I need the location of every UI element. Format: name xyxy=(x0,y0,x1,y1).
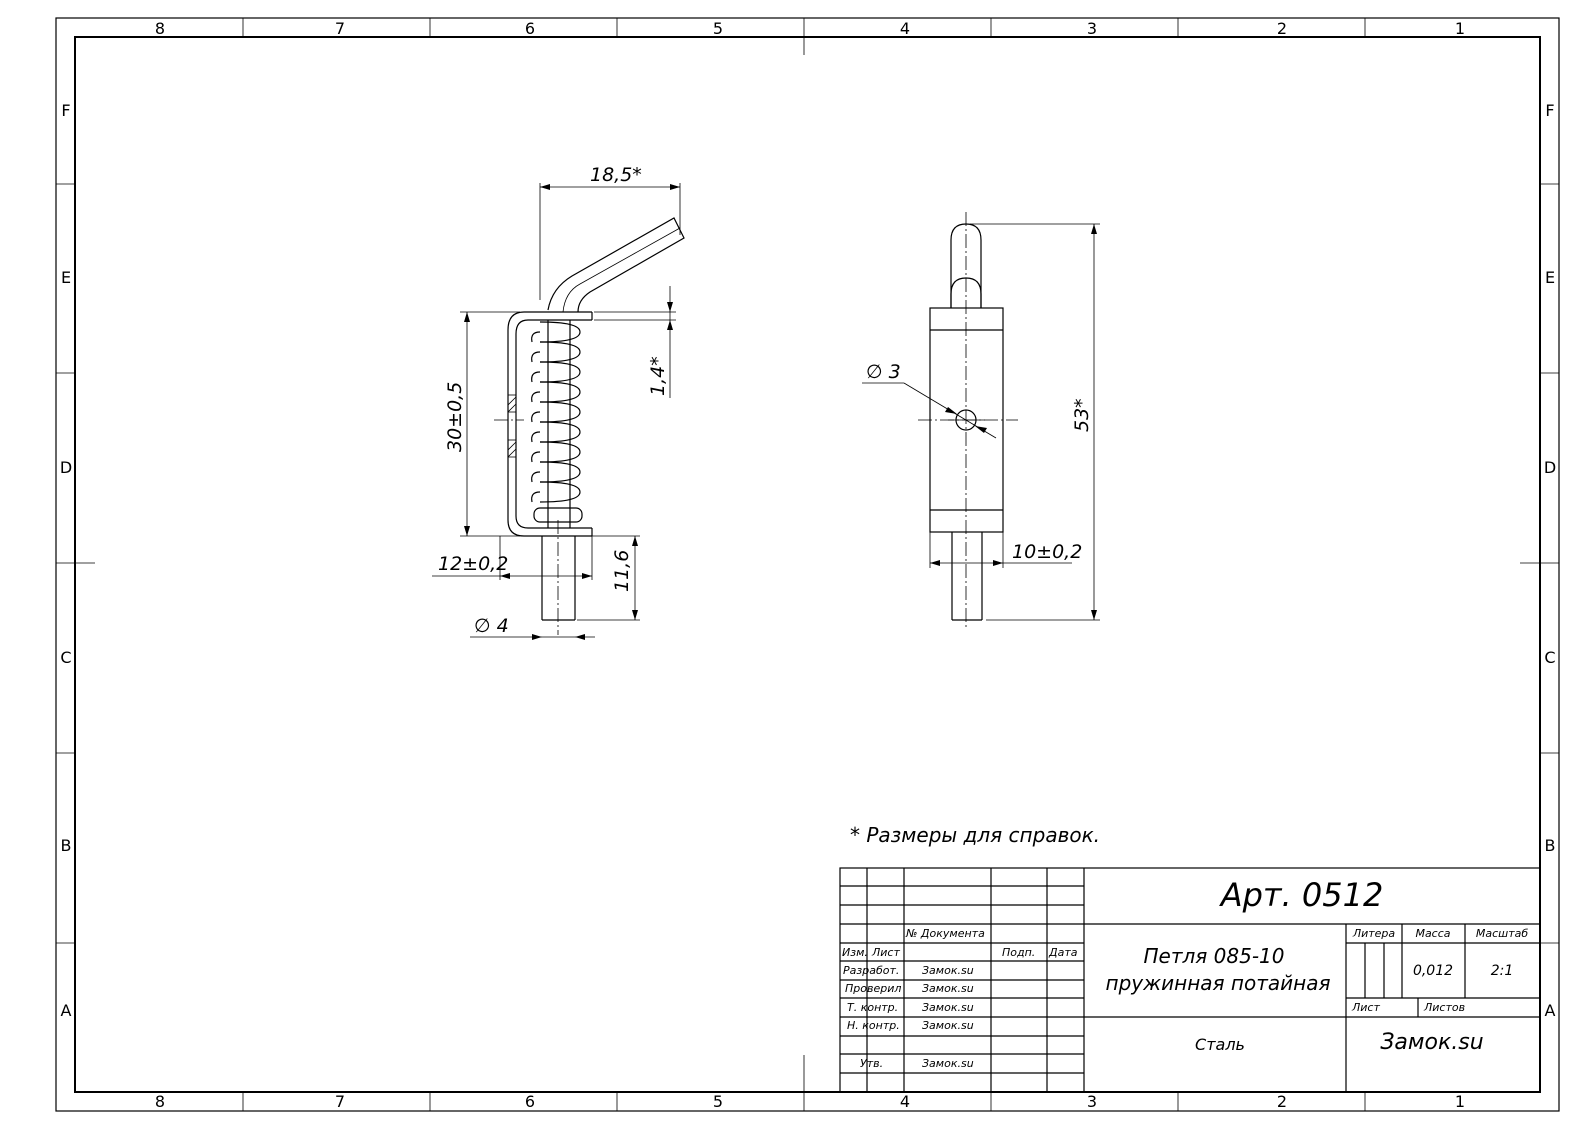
mass-value: 0,012 xyxy=(1413,963,1453,979)
header-data: Дата xyxy=(1048,946,1078,959)
role-tech-control: Т. контр. xyxy=(847,1001,898,1014)
zone-left-F: F xyxy=(61,101,70,120)
zone-bottom-7: 7 xyxy=(335,1092,345,1111)
name-tech-control: Замок.su xyxy=(922,1001,974,1014)
product-name-line2: пружинная потайная xyxy=(1106,971,1331,995)
zone-bottom-5: 5 xyxy=(713,1092,723,1111)
zone-top-4: 4 xyxy=(900,19,910,38)
header-masshtab: Масштаб xyxy=(1476,927,1528,940)
zone-top-7: 7 xyxy=(335,19,345,38)
header-list: Лист xyxy=(871,946,900,959)
zone-right-D: D xyxy=(1544,458,1556,477)
header-izm: Изм. xyxy=(842,946,868,959)
role-norm-control: Н. контр. xyxy=(847,1019,900,1032)
zone-top-3: 3 xyxy=(1087,19,1097,38)
zone-left-C: C xyxy=(60,648,71,667)
header-podp: Подп. xyxy=(1002,946,1035,959)
name-approved: Замок.su xyxy=(922,1057,974,1070)
header-litera: Литера xyxy=(1352,927,1396,940)
dim-pin-diameter: ∅ 4 xyxy=(474,615,509,637)
zone-bottom-1: 1 xyxy=(1455,1092,1465,1111)
inner-frame xyxy=(74,36,1541,1093)
dim-hole-diameter: ∅ 3 xyxy=(866,361,901,383)
role-developer: Разработ. xyxy=(843,964,899,977)
zone-right-C: C xyxy=(1544,648,1555,667)
dim-width-top: 18,5* xyxy=(590,164,642,186)
zone-top-5: 5 xyxy=(713,19,723,38)
role-checker: Проверил xyxy=(845,982,901,995)
zone-left-D: D xyxy=(60,458,72,477)
role-approved: Утв. xyxy=(860,1057,883,1070)
outer-frame xyxy=(55,17,1560,1112)
zone-right-A: A xyxy=(1545,1001,1556,1020)
zone-top-1: 1 xyxy=(1455,19,1465,38)
header-listov: Листов xyxy=(1423,1001,1465,1014)
zone-ticks xyxy=(56,18,1559,1111)
dim-height-bracket: 30±0,5 xyxy=(444,382,466,452)
dim-total-length: 53* xyxy=(1071,398,1093,432)
zone-right-B: B xyxy=(1545,836,1556,855)
zone-left-A: A xyxy=(61,1001,72,1020)
dim-wall-gap: 1,4* xyxy=(647,356,669,396)
name-norm-control: Замок.su xyxy=(922,1019,974,1032)
zone-bottom-6: 6 xyxy=(525,1092,535,1111)
header-list2: Лист xyxy=(1351,1001,1380,1014)
material: Сталь xyxy=(1195,1035,1245,1054)
company-name: Замок.su xyxy=(1380,1030,1483,1055)
dim-body-width: 10±0,2 xyxy=(1012,541,1082,563)
product-name-line1: Петля 085-10 xyxy=(1143,944,1284,968)
side-view xyxy=(432,183,685,640)
name-checker: Замок.su xyxy=(922,982,974,995)
reference-note: * Размеры для справок. xyxy=(850,823,1100,847)
title-block-lines xyxy=(839,867,1541,1093)
zone-bottom-4: 4 xyxy=(900,1092,910,1111)
zone-left-B: B xyxy=(61,836,72,855)
zone-top-2: 2 xyxy=(1277,19,1287,38)
front-view xyxy=(862,212,1100,630)
header-massa: Масса xyxy=(1415,927,1450,940)
name-developer: Замок.su xyxy=(922,964,974,977)
header-doc-no: № Документа xyxy=(905,927,985,940)
zone-right-E: E xyxy=(1545,268,1555,287)
zone-bottom-2: 2 xyxy=(1277,1092,1287,1111)
zone-right-F: F xyxy=(1545,101,1554,120)
dim-pin-length: 11,6 xyxy=(611,550,633,592)
zone-left-E: E xyxy=(61,268,71,287)
zone-bottom-8: 8 xyxy=(155,1092,165,1111)
zone-top-8: 8 xyxy=(155,19,165,38)
zone-bottom-3: 3 xyxy=(1087,1092,1097,1111)
article-number: Арт. 0512 xyxy=(1219,876,1384,914)
scale-value: 2:1 xyxy=(1491,963,1514,979)
zone-top-6: 6 xyxy=(525,19,535,38)
dim-bracket-width: 12±0,2 xyxy=(438,553,508,575)
